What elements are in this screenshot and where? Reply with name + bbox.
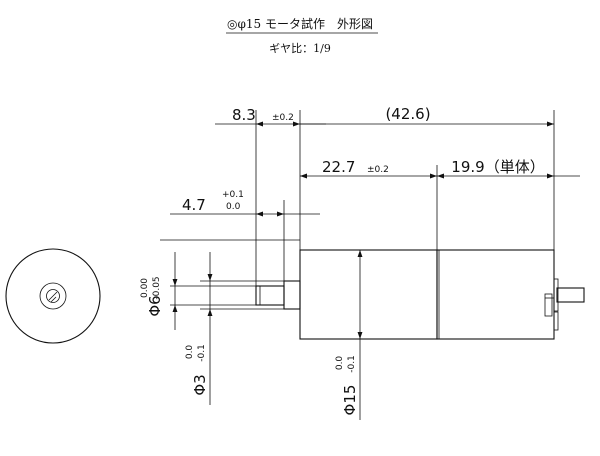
terminal-upper: [544, 293, 553, 317]
dim-phi3-tol-lower: -0.1: [197, 344, 207, 362]
gearbox-body: [299, 249, 438, 340]
terminal-lower: [553, 311, 559, 331]
motor-side-view: [255, 249, 585, 340]
gear-ratio-label: ギヤ比：1/9: [269, 42, 331, 55]
dim-phi15-tol-lower: -0.1: [347, 355, 357, 373]
dim-phi15-value: Φ15: [341, 385, 359, 416]
dim-phi15-tol-upper: 0.0: [335, 356, 345, 371]
end-view: [5, 248, 101, 344]
end-view-shaft-flat: [48, 291, 58, 301]
end-view-outer-circle: [5, 248, 101, 344]
drawing-title: ◎φ15 モータ試作 外形図: [227, 16, 373, 31]
dim-4-7-tol-lower: 0.0: [226, 202, 241, 212]
dim-4-7-tol-upper: +0.1: [222, 190, 244, 200]
dim-8-3-tol: ±0.2: [272, 113, 294, 123]
output-boss: [283, 280, 301, 310]
extension-lines: [160, 110, 555, 310]
dim-phi3-value: Φ3: [191, 374, 209, 395]
motor-body: [436, 249, 555, 340]
dim-phi6-tol-upper: 0.00: [140, 278, 150, 298]
dim-phi6-value: Φ6: [146, 295, 164, 316]
end-view-shaft-circle: [46, 289, 60, 303]
dim-4-7-value: 4.7: [182, 196, 206, 214]
dim-22-7-tol: ±0.2: [367, 165, 389, 175]
end-view-shaft-flat-2: [50, 296, 57, 303]
dimension-labels: 8.3 ±0.2 (42.6) 22.7 ±0.2 19.9（単体） 4.7 +…: [140, 105, 545, 415]
dim-19-9-value: 19.9（単体）: [451, 158, 544, 176]
rear-bracket: [553, 278, 559, 312]
output-shaft: [255, 285, 285, 306]
dim-42-6-value: (42.6): [385, 105, 430, 123]
rear-shaft: [556, 287, 585, 303]
dim-22-7-value: 22.7: [322, 158, 355, 176]
dim-8-3-value: 8.3: [232, 106, 256, 124]
dim-phi3-tol-upper: 0.0: [185, 345, 195, 360]
end-view-boss-circle: [39, 282, 67, 310]
dimension-lines: [170, 121, 580, 420]
dim-phi6-tol-lower: -0.05: [152, 276, 162, 299]
